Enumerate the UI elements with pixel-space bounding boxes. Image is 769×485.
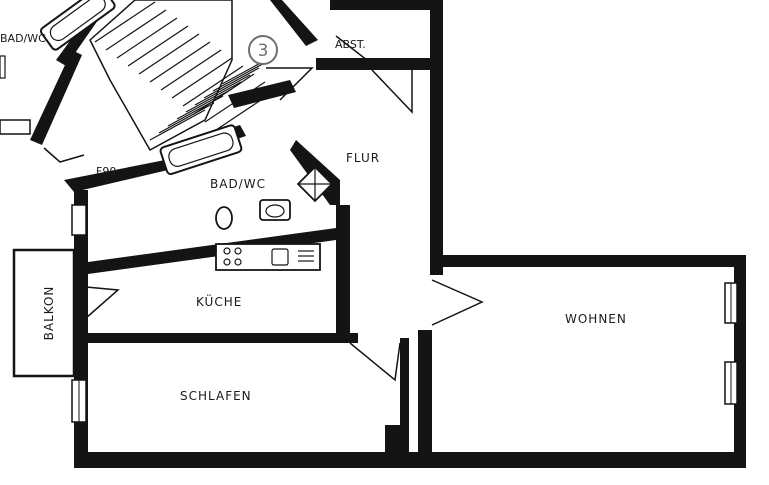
wall-flur-right — [430, 0, 443, 275]
door-abst-2 — [371, 69, 413, 114]
wall-stair-left — [30, 50, 82, 145]
shaft-symbol — [296, 165, 334, 203]
room-label-bad-wc-left: BAD/WC — [0, 32, 46, 45]
wall-bad-top-left — [64, 160, 168, 192]
stair-tread — [176, 88, 233, 120]
room-label-flur: FLUR — [346, 151, 380, 165]
wall-bad-kueche — [88, 228, 336, 274]
stair-tread — [167, 95, 224, 127]
fixtures — [0, 0, 334, 271]
room-label-bad-wc: BAD/WC — [210, 177, 266, 191]
stair-tread — [215, 89, 277, 131]
window-stair — [0, 119, 31, 135]
toilet — [215, 206, 233, 230]
stair-tread — [212, 60, 269, 92]
door-wohnen — [431, 279, 484, 326]
wall-wohnen-top — [433, 255, 746, 267]
door-abst — [335, 35, 375, 65]
balcony-label: BALKON — [42, 286, 56, 341]
stair-tread — [194, 74, 251, 106]
wall-abst-bottom — [316, 58, 436, 70]
stair-steps — [94, 1, 278, 141]
window-bad — [71, 204, 87, 236]
wall-abst-left — [270, 0, 318, 46]
kitchen-counter — [215, 243, 321, 271]
wall-top — [330, 0, 436, 10]
room-labels: BAD/WC ABST. FLUR BAD/WC F90 KÜCHE WOHNE… — [0, 32, 627, 403]
stair-tread — [94, 1, 156, 43]
stair-tread — [203, 67, 260, 99]
wall-wohnen-left — [418, 330, 432, 468]
balcony-door-swing — [85, 286, 120, 319]
room-label-schlafen: SCHLAFEN — [180, 389, 252, 403]
stair-tread — [171, 57, 233, 99]
door-schlafen — [349, 342, 401, 382]
room-label-kueche: KÜCHE — [196, 293, 242, 309]
fixture-edge — [0, 55, 6, 79]
stair-tread — [116, 17, 178, 59]
stair-tread — [149, 41, 211, 83]
wall-schlafen-door-jamb — [400, 338, 409, 433]
stair-tread — [138, 33, 200, 75]
wall-kueche-right — [336, 205, 350, 333]
stair-tread — [158, 102, 215, 134]
wall-stair-bottom — [228, 80, 296, 108]
stair-tread — [160, 49, 222, 91]
room-label-wohnen: WOHNEN — [565, 312, 627, 326]
balcony-outline — [12, 248, 76, 378]
stair-tread — [105, 9, 167, 51]
windows — [0, 119, 738, 423]
bathtub — [159, 124, 243, 176]
wall-bottom — [74, 452, 746, 468]
stair-tread — [149, 109, 206, 141]
stair-tread — [127, 25, 189, 67]
label-f90: F90 — [96, 165, 116, 178]
balcony: BALKON — [12, 248, 120, 378]
room-label-abst: ABST. — [335, 38, 366, 51]
staircase — [89, 0, 278, 152]
bathtub-upper-left — [39, 0, 116, 51]
door-entry — [43, 147, 85, 163]
walls — [30, 0, 746, 468]
door-bad — [266, 67, 314, 101]
stair-tread — [185, 81, 242, 113]
wall-kueche-schlafen — [88, 333, 358, 343]
unit-marker: 3 — [248, 35, 278, 65]
stair-tread — [182, 65, 244, 107]
stair-tread — [204, 81, 266, 123]
unit-number: 3 — [258, 41, 269, 61]
doors — [43, 35, 484, 382]
